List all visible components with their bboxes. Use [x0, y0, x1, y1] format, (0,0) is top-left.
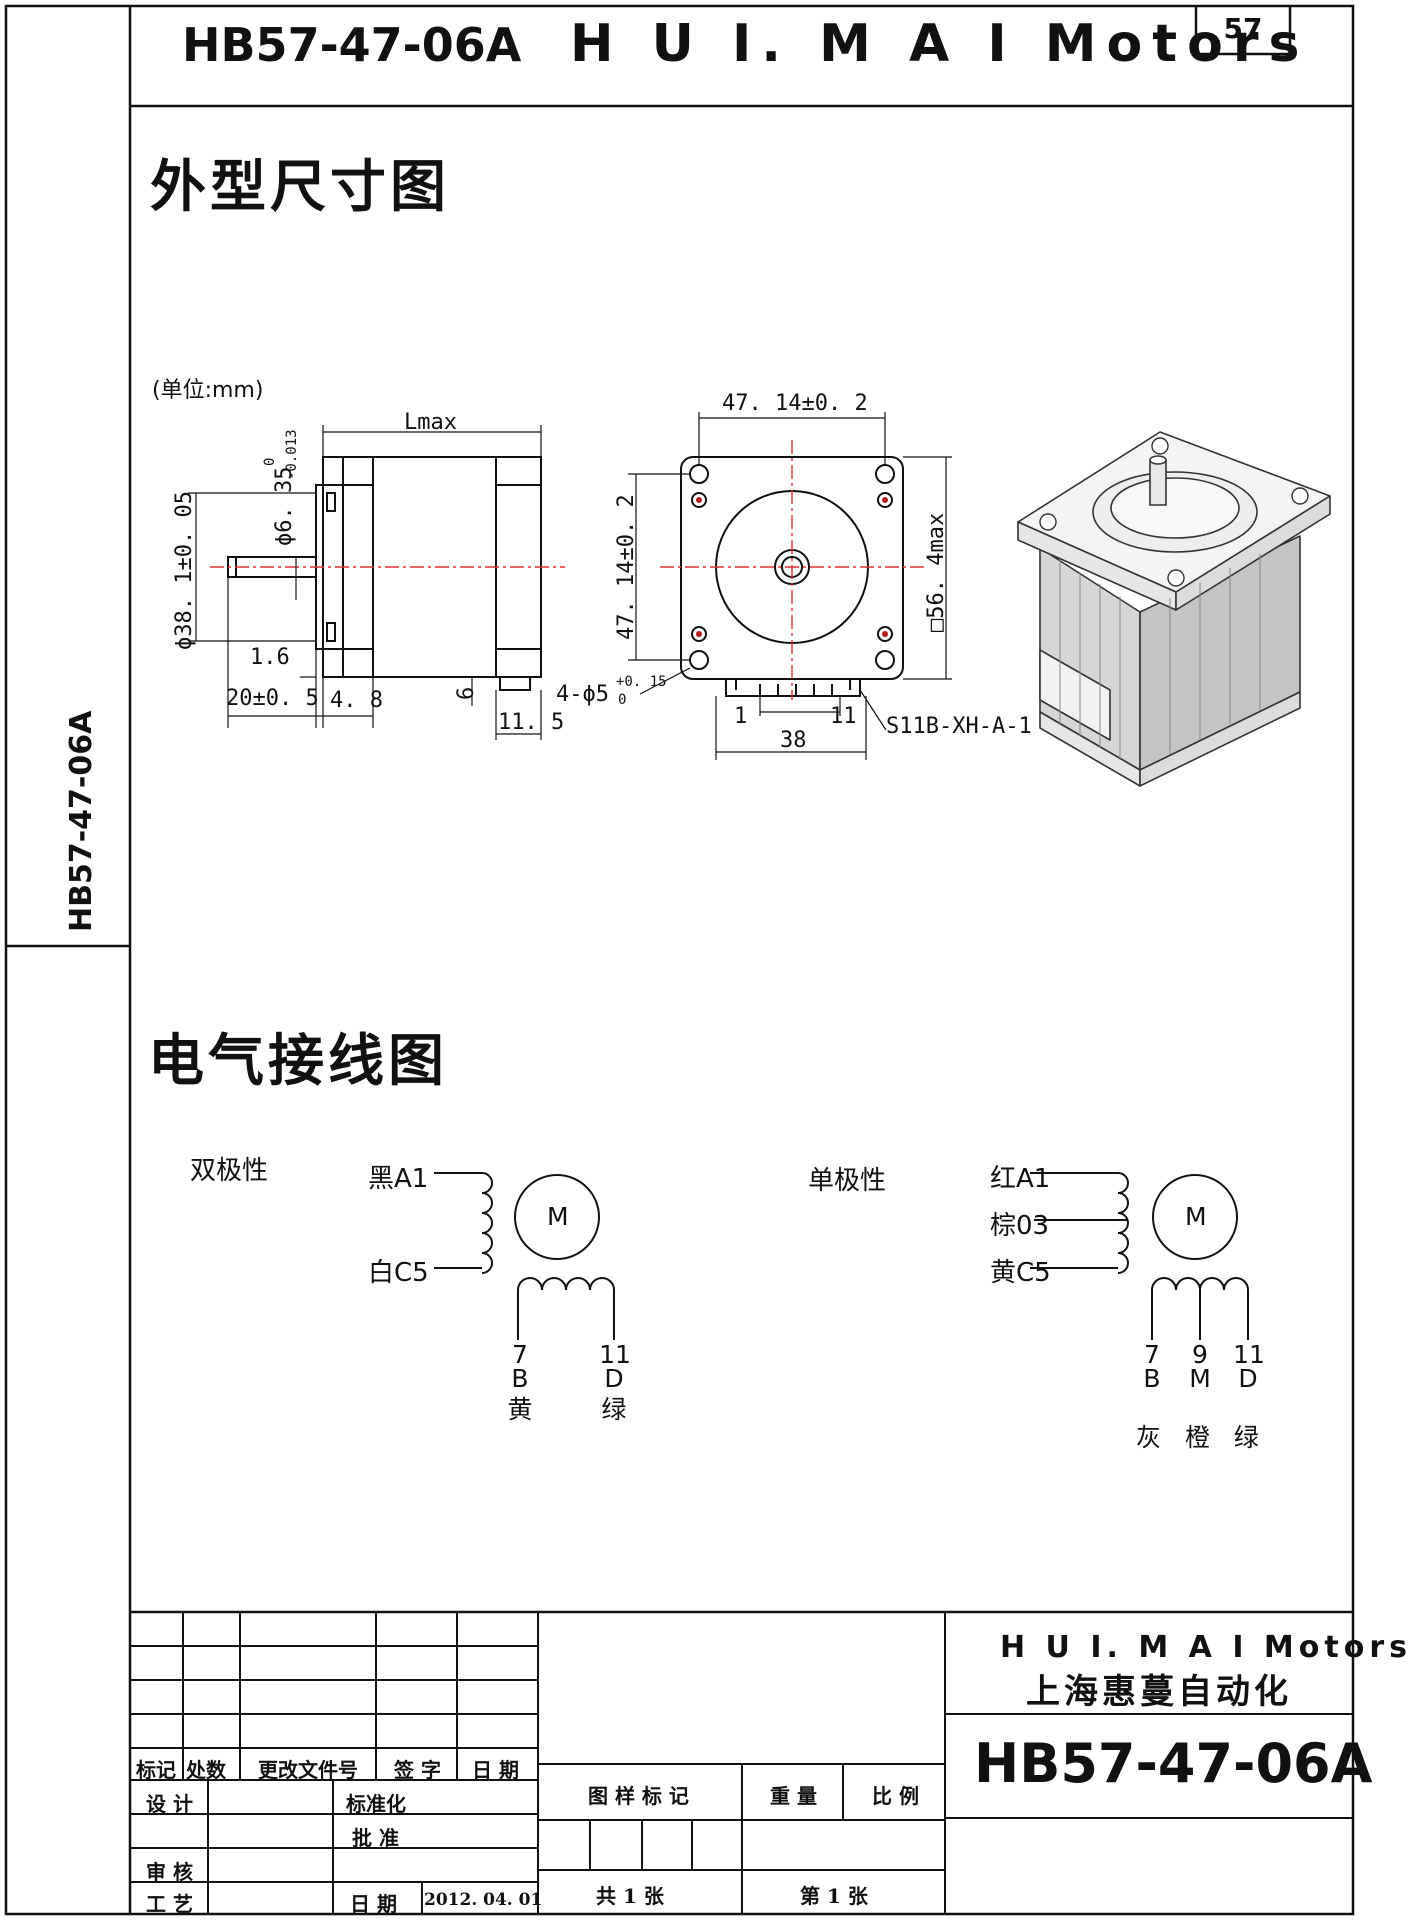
dim-shaft-tol-upper: 0 — [262, 457, 278, 466]
tb-scale: 比 例 — [872, 1784, 919, 1808]
bipolar-lead-d-letter: D — [604, 1364, 624, 1393]
header-model: HB57-47-06A — [182, 18, 522, 72]
bipolar-lead-b-letter: B — [511, 1364, 529, 1393]
tb-date-label: 日 期 — [350, 1892, 397, 1916]
unipolar-lead-d-letter: D — [1238, 1364, 1258, 1393]
motor-front-view — [628, 412, 952, 760]
dim-lmax: Lmax — [404, 410, 457, 435]
tb-header-signature: 签 字 — [394, 1758, 441, 1782]
unipolar-top-lead: 红A1 — [990, 1164, 1051, 1194]
tb-header-mark: 标记 — [136, 1758, 176, 1782]
dim-pin-first: 1 — [734, 704, 748, 729]
dim-mounting-holes: 4-ϕ5 — [556, 682, 609, 707]
bipolar-lead-b-color: 黄 — [507, 1395, 533, 1424]
unipolar-lead-b-letter: B — [1143, 1364, 1161, 1393]
tb-review: 审 核 — [146, 1860, 193, 1884]
tb-design: 设 计 — [146, 1792, 193, 1816]
tb-process: 工 艺 — [146, 1892, 193, 1916]
header-brand: H U I. M A I Motors — [570, 14, 1310, 74]
page-number: 57 — [1223, 12, 1263, 45]
bipolar-lead-b-pin: 7 — [512, 1340, 528, 1369]
tb-total-sheets: 共 1 张 — [596, 1884, 664, 1908]
wiring-section-title: 电气接线图 — [148, 1029, 448, 1094]
unipolar-lead-colors: 灰 橙 绿 — [1136, 1423, 1267, 1452]
bipolar-lead-d-pin: 11 — [599, 1340, 631, 1369]
tb-drawing-mark: 图 样 标 记 — [588, 1784, 689, 1808]
unipolar-lead-b-pin: 7 — [1144, 1340, 1160, 1369]
unipolar-lead-m-pin: 9 — [1192, 1340, 1208, 1369]
tb-sheet-number: 第 1 张 — [800, 1884, 868, 1908]
bipolar-lead-d-color: 绿 — [601, 1395, 627, 1424]
tb-header-change-doc: 更改文件号 — [258, 1758, 358, 1782]
dim-hole-spacing-vertical: 47. 14±0. 2 — [614, 494, 639, 640]
unipolar-motor-symbol: M — [1185, 1202, 1207, 1231]
dim-pin-last: 11 — [830, 704, 857, 729]
dim-hole-spacing-horizontal: 47. 14±0. 2 — [722, 391, 868, 416]
dim-square-size: □56. 4max — [924, 512, 949, 632]
tb-header-count: 处数 — [186, 1758, 226, 1782]
unit-label: (单位:mm) — [152, 378, 264, 403]
unipolar-lead-d-pin: 11 — [1233, 1340, 1265, 1369]
bipolar-title: 双极性 — [190, 1156, 269, 1186]
tb-company: 上海惠蔓自动化 — [1026, 1672, 1292, 1712]
tb-brand: H U I. M A I Motors — [1000, 1630, 1412, 1665]
dim-shaft-tol-lower: -0.013 — [284, 429, 300, 480]
dim-connector-height: 6 — [454, 686, 479, 700]
motor-side-view — [188, 425, 565, 740]
connector-model-label: S11B-XH-A-1 — [886, 714, 1032, 739]
bipolar-motor-symbol: M — [547, 1202, 569, 1231]
dim-holes-tol-lower: 0 — [618, 692, 627, 708]
bipolar-top-lead: 黑A1 — [368, 1164, 429, 1194]
drawing-frame — [4, 4, 1355, 1916]
unipolar-title: 单极性 — [808, 1166, 887, 1196]
dim-connector-span: 38 — [780, 728, 807, 753]
side-model-label: HB57-47-06A — [64, 710, 99, 932]
dim-pilot-diameter: ϕ38. 1±0. 05 — [172, 491, 197, 650]
wiring-diagrams — [434, 1172, 1249, 1340]
dim-pilot-depth: 4. 8 — [330, 688, 383, 713]
tb-weight: 重 量 — [770, 1784, 817, 1808]
unipolar-lead-m-letter: M — [1189, 1364, 1211, 1393]
bipolar-bottom-lead: 白C5 — [368, 1258, 429, 1288]
tb-standardization: 标准化 — [346, 1792, 406, 1816]
tb-model: HB57-47-06A — [974, 1732, 1373, 1795]
dim-connector-width: 11. 5 — [498, 710, 565, 735]
motor-isometric-view — [1017, 431, 1331, 787]
dim-holes-tol-upper: +0. 15 — [616, 674, 667, 690]
dimensions-section-title: 外型尺寸图 — [150, 155, 450, 220]
tb-header-date: 日 期 — [472, 1758, 519, 1782]
tb-approve: 批 准 — [352, 1826, 399, 1850]
dim-flange-thickness: 1.6 — [250, 645, 290, 670]
tb-date-value: 2012. 04. 01 — [424, 1890, 543, 1910]
dim-shaft-length: 20±0. 5 — [226, 686, 319, 711]
unipolar-mid-lead: 棕03 — [990, 1211, 1050, 1241]
unipolar-bottom-lead: 黄C5 — [990, 1258, 1051, 1288]
